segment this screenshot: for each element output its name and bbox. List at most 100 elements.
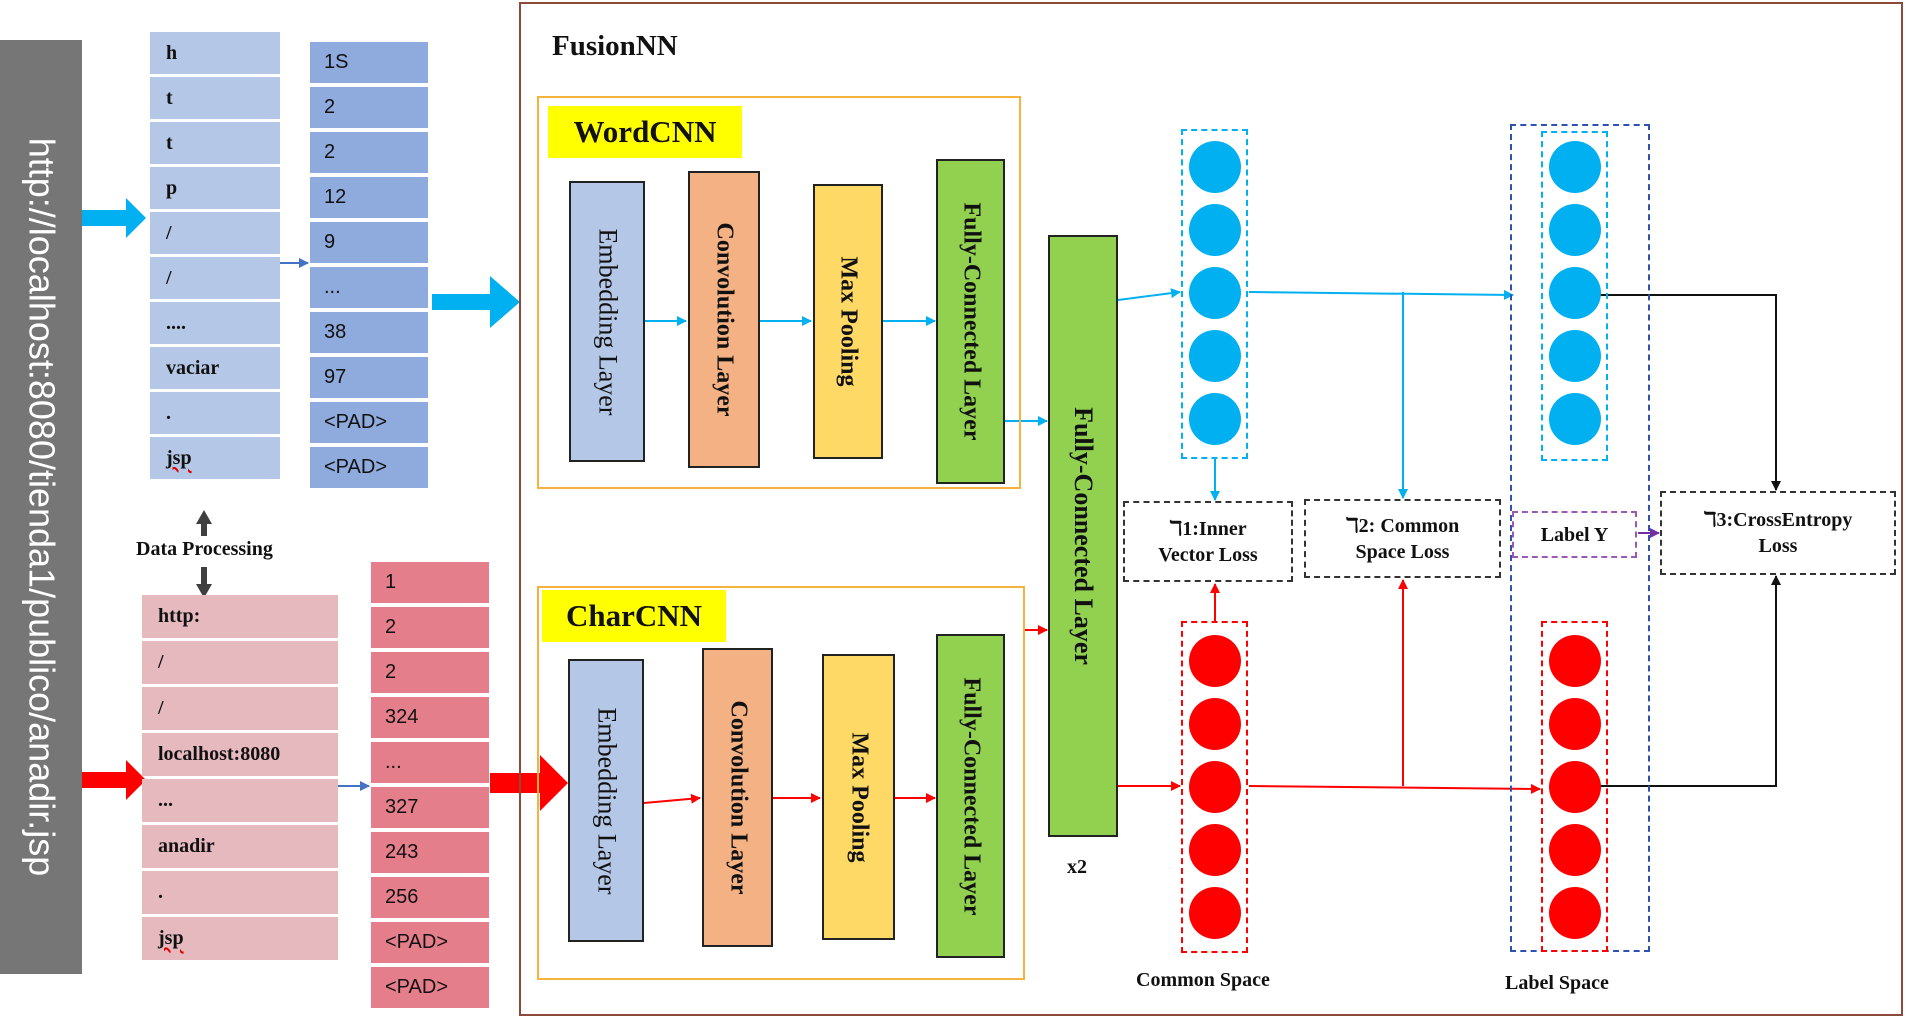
cell-text: 2	[385, 661, 397, 683]
cell-text: /	[166, 266, 172, 289]
char-token-cell: /	[142, 687, 338, 730]
char-id-cell: 243	[371, 832, 489, 873]
label-red-neuron	[1549, 698, 1601, 750]
cell-text: anadir	[158, 835, 215, 857]
label-y-box: Label Y	[1512, 511, 1637, 558]
cell-text: /	[158, 651, 164, 673]
inner-loss-line-2: Vector Loss	[1158, 543, 1258, 566]
cell-text: <PAD>	[324, 456, 387, 478]
shared-fully-connected-layer: Fully-Connected Layer	[1048, 235, 1118, 837]
char-token-cell: .	[142, 871, 338, 914]
char-id-cell: 327	[371, 787, 489, 828]
label-y-text: Label Y	[1540, 523, 1609, 546]
common-blue-neuron	[1189, 204, 1241, 256]
cell-text: t	[166, 86, 173, 109]
cell-text: 38	[324, 321, 347, 343]
common-blue-neuron	[1189, 267, 1241, 319]
word-token-cell: p	[150, 167, 280, 209]
cell-text: localhost:8080	[158, 743, 281, 765]
char-convolution-layer: Convolution Layer	[702, 648, 773, 947]
arrow-to-charcnn	[490, 755, 568, 811]
cell-text: 327	[385, 796, 419, 818]
data-processing-label: Data Processing	[136, 538, 273, 560]
cell-text: 12	[324, 186, 347, 208]
word-convolution-layer: Convolution Layer	[688, 171, 760, 468]
url-text: http://localhost:8080/tienda1/publico/an…	[0, 40, 82, 974]
red-common-to-label	[1248, 783, 1541, 794]
char-fully-connected-layer: Fully-Connected Layer	[936, 634, 1005, 958]
common-red-neuron	[1189, 824, 1241, 876]
char-token-cell: ...	[142, 779, 338, 822]
inner-loss-line-1: ℸ1:Inner	[1169, 517, 1247, 540]
word-id-cell: <PAD>	[310, 402, 428, 443]
charcnn-box	[537, 586, 1025, 980]
blue-label-to-ce	[1574, 294, 1781, 491]
word-fully-connected-layer: Fully-Connected Layer	[936, 159, 1005, 484]
label-blue-neuron	[1549, 204, 1601, 256]
label-blue-neuron	[1549, 393, 1601, 445]
char-token-cell: anadir	[142, 825, 338, 868]
word-token-cell: h	[150, 32, 280, 74]
word-id-cell: ...	[310, 267, 428, 308]
common-space-blue-column	[1181, 129, 1248, 459]
char-token-cell: localhost:8080	[142, 733, 338, 776]
char-id-cell: <PAD>	[371, 922, 489, 963]
common-loss-line-1: ℸ2: Common	[1345, 514, 1460, 537]
common-red-neuron	[1189, 887, 1241, 939]
char-id-cell: <PAD>	[371, 967, 489, 1008]
cell-text: 324	[385, 706, 419, 728]
common-red-neuron	[1189, 761, 1241, 813]
label-space-caption: Label Space	[1505, 972, 1609, 994]
cell-text: <PAD>	[385, 976, 448, 998]
cell-text: 243	[385, 841, 419, 863]
label-space-blue-column	[1541, 131, 1608, 461]
ce-loss-line-2: Loss	[1758, 535, 1798, 557]
cell-text: jsp	[166, 446, 192, 469]
cell-text: 2	[324, 141, 336, 163]
word-token-cell: /	[150, 257, 280, 299]
cell-text: h	[166, 41, 178, 64]
cell-text: 9	[324, 231, 336, 253]
wordcnn-title: WordCNN	[548, 106, 742, 158]
cell-text: 1	[385, 571, 397, 593]
cell-text: 97	[324, 366, 347, 388]
red-label-to-ce	[1574, 575, 1781, 787]
common-space-red-column	[1181, 621, 1248, 953]
word-embedding-layer: Embedding Layer	[569, 181, 645, 462]
input-arrow-char	[80, 760, 146, 800]
word-id-cell: 97	[310, 357, 428, 398]
label-red-neuron	[1549, 824, 1601, 876]
cell-text: <PAD>	[324, 411, 387, 433]
charcnn-title: CharCNN	[542, 590, 726, 642]
char-token-cell: http:	[142, 595, 338, 638]
cell-text: <PAD>	[385, 931, 448, 953]
word-id-cell: 9	[310, 222, 428, 263]
char-max-pooling: Max Pooling	[822, 654, 895, 940]
word-id-cell: 1S	[310, 42, 428, 83]
data-processing-arrow-down	[196, 567, 212, 598]
arrow-to-wordcnn	[432, 276, 520, 328]
fusionnn-frame	[519, 2, 1903, 1016]
cell-text: 2	[385, 616, 397, 638]
cell-text: ...	[385, 751, 402, 773]
common-space-caption: Common Space	[1136, 969, 1270, 991]
cell-text: vaciar	[166, 356, 220, 379]
shared-fc-multiplier: x2	[1067, 856, 1087, 878]
cell-text: http:	[158, 605, 201, 627]
label-red-neuron	[1549, 761, 1601, 813]
label-red-neuron	[1549, 887, 1601, 939]
shared-fc-to-blue-neurons	[1117, 288, 1181, 301]
char-arrow-1	[643, 793, 701, 804]
cell-text: 2	[324, 96, 336, 118]
data-processing-arrow-up	[196, 510, 212, 536]
cell-text: t	[166, 131, 173, 154]
cell-text: jsp	[158, 927, 184, 949]
label-blue-neuron	[1549, 141, 1601, 193]
wordcnn-box	[537, 96, 1021, 489]
char-id-cell: 324	[371, 697, 489, 738]
cell-text: ...	[158, 789, 173, 811]
char-embedding-layer: Embedding Layer	[568, 659, 644, 942]
char-id-cell: 256	[371, 877, 489, 918]
